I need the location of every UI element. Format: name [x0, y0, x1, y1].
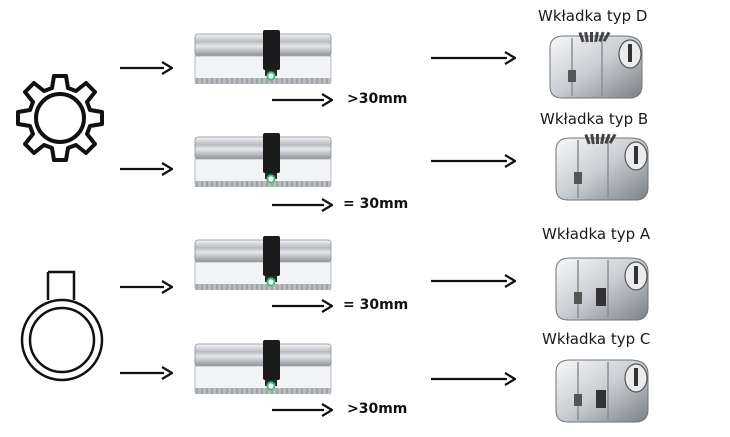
cylinder-2	[194, 133, 332, 187]
arrow-to-result-4	[431, 372, 517, 386]
arrow-to-cylinder-3	[120, 280, 174, 294]
measure-arrow-3	[272, 299, 334, 313]
cylinder-type-label: Wkładka typ D	[538, 7, 648, 25]
arrow-to-result-2	[431, 154, 517, 168]
measure-arrow-1	[272, 93, 334, 107]
cylinder-type-label: Wkładka typ C	[542, 330, 651, 348]
arrow-to-result-1	[431, 51, 517, 65]
measure-text: = 30mm	[343, 196, 409, 212]
arrow-to-cylinder-4	[120, 366, 174, 380]
measure-text: = 30mm	[343, 297, 409, 313]
measure-text: >30mm	[347, 401, 408, 417]
lock-result-2	[555, 133, 649, 201]
cylinder-4	[194, 340, 332, 394]
arrow-to-result-3	[431, 274, 517, 288]
thumb-turn-knob-icon	[20, 270, 104, 382]
measure-text: >30mm	[347, 91, 408, 107]
cylinder-3	[194, 236, 332, 290]
lock-result-3	[555, 257, 649, 321]
arrow-to-cylinder-1	[120, 61, 174, 75]
lock-result-1	[549, 31, 643, 99]
measure-arrow-4	[272, 403, 334, 417]
measure-arrow-2	[272, 198, 334, 212]
cylinder-1	[194, 30, 332, 84]
arrow-to-cylinder-2	[120, 162, 174, 176]
cylinder-type-label: Wkładka typ A	[542, 225, 651, 243]
lock-result-4	[555, 359, 649, 423]
gear-icon	[16, 74, 104, 162]
cylinder-type-label: Wkładka typ B	[540, 110, 649, 128]
